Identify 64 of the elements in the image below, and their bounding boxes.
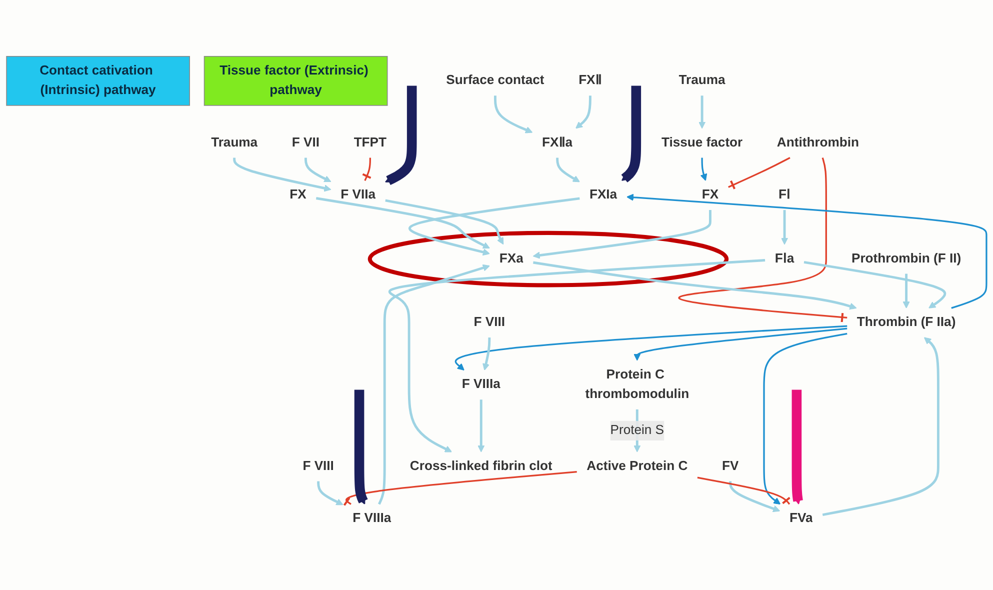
factor-label: FⅠ <box>778 188 791 202</box>
factor-label: FXa <box>499 252 524 266</box>
factor-label: FⅠa <box>774 252 794 266</box>
factor-label: FX <box>290 188 306 202</box>
factor-label: F VII <box>292 136 320 150</box>
factor-label: F VIII <box>302 459 334 474</box>
arrow <box>575 96 592 129</box>
arrow <box>822 337 940 516</box>
factor-label: Protein C thrombomodulin <box>585 368 690 402</box>
factor-label: F VIIa <box>340 188 376 202</box>
arrow <box>317 481 344 506</box>
factor-label: Surface contact <box>446 74 544 88</box>
factor-label: FXⅡa <box>542 136 573 150</box>
inhibition-line <box>362 158 372 181</box>
arrow <box>634 328 848 361</box>
pathway-heading-box: Tissue factor (Extrinsic) pathway <box>204 56 388 106</box>
factor-label: Prothrombin (F II) <box>851 252 962 266</box>
arrow <box>556 158 580 182</box>
arrow <box>408 197 580 256</box>
inhibition-line <box>678 157 848 324</box>
factor-label: Trauma <box>211 136 258 150</box>
arrow <box>780 210 788 245</box>
factor-label: F VIIIa <box>352 512 392 526</box>
inhibition-line <box>728 157 790 190</box>
inhibition-line <box>697 476 791 505</box>
pointer-arrow <box>354 390 368 505</box>
pathway-heading-box: Contact cativation (Intrinsic) pathway <box>6 56 190 106</box>
pointer-arrow <box>621 86 642 182</box>
arrow <box>533 261 857 310</box>
arrow <box>389 259 766 452</box>
arrow <box>478 400 485 452</box>
arrow <box>378 264 490 505</box>
factor-label: FVa <box>790 512 813 526</box>
factor-label: Tissue factor <box>661 136 743 150</box>
arrow <box>902 274 910 308</box>
pointer-arrow <box>792 390 803 505</box>
arrow <box>316 197 490 249</box>
factor-label: Trauma <box>678 74 726 88</box>
factor-label: Thrombin (F IIa) <box>856 315 956 330</box>
arrow <box>482 338 491 370</box>
arrow <box>700 158 708 181</box>
factor-label: FXIa <box>589 188 618 202</box>
factor-label: Antithrombin <box>776 136 859 150</box>
arrow <box>804 260 946 308</box>
arrow <box>698 96 706 129</box>
arrow <box>532 210 712 259</box>
inhibition-line <box>343 471 577 506</box>
factor-label: F VIIIa <box>462 378 500 392</box>
arrow <box>455 325 848 370</box>
arrow <box>729 481 780 512</box>
factor-label: Cross-linked fibrin clot <box>410 459 552 474</box>
pointer-arrow <box>385 86 417 186</box>
arrow <box>304 158 332 182</box>
factor-label: FXⅡ <box>578 74 602 88</box>
factor-label: TFPT <box>354 136 386 150</box>
arrow <box>385 199 504 245</box>
highlight-circle <box>368 230 729 288</box>
factor-label: Active Protein C <box>586 459 688 474</box>
factor-label: FV <box>722 459 739 474</box>
arrow <box>763 332 848 505</box>
arrow <box>626 194 988 309</box>
factor-label: F VIII <box>474 315 506 330</box>
factor-label: FX <box>702 188 719 202</box>
arrow <box>494 96 533 134</box>
